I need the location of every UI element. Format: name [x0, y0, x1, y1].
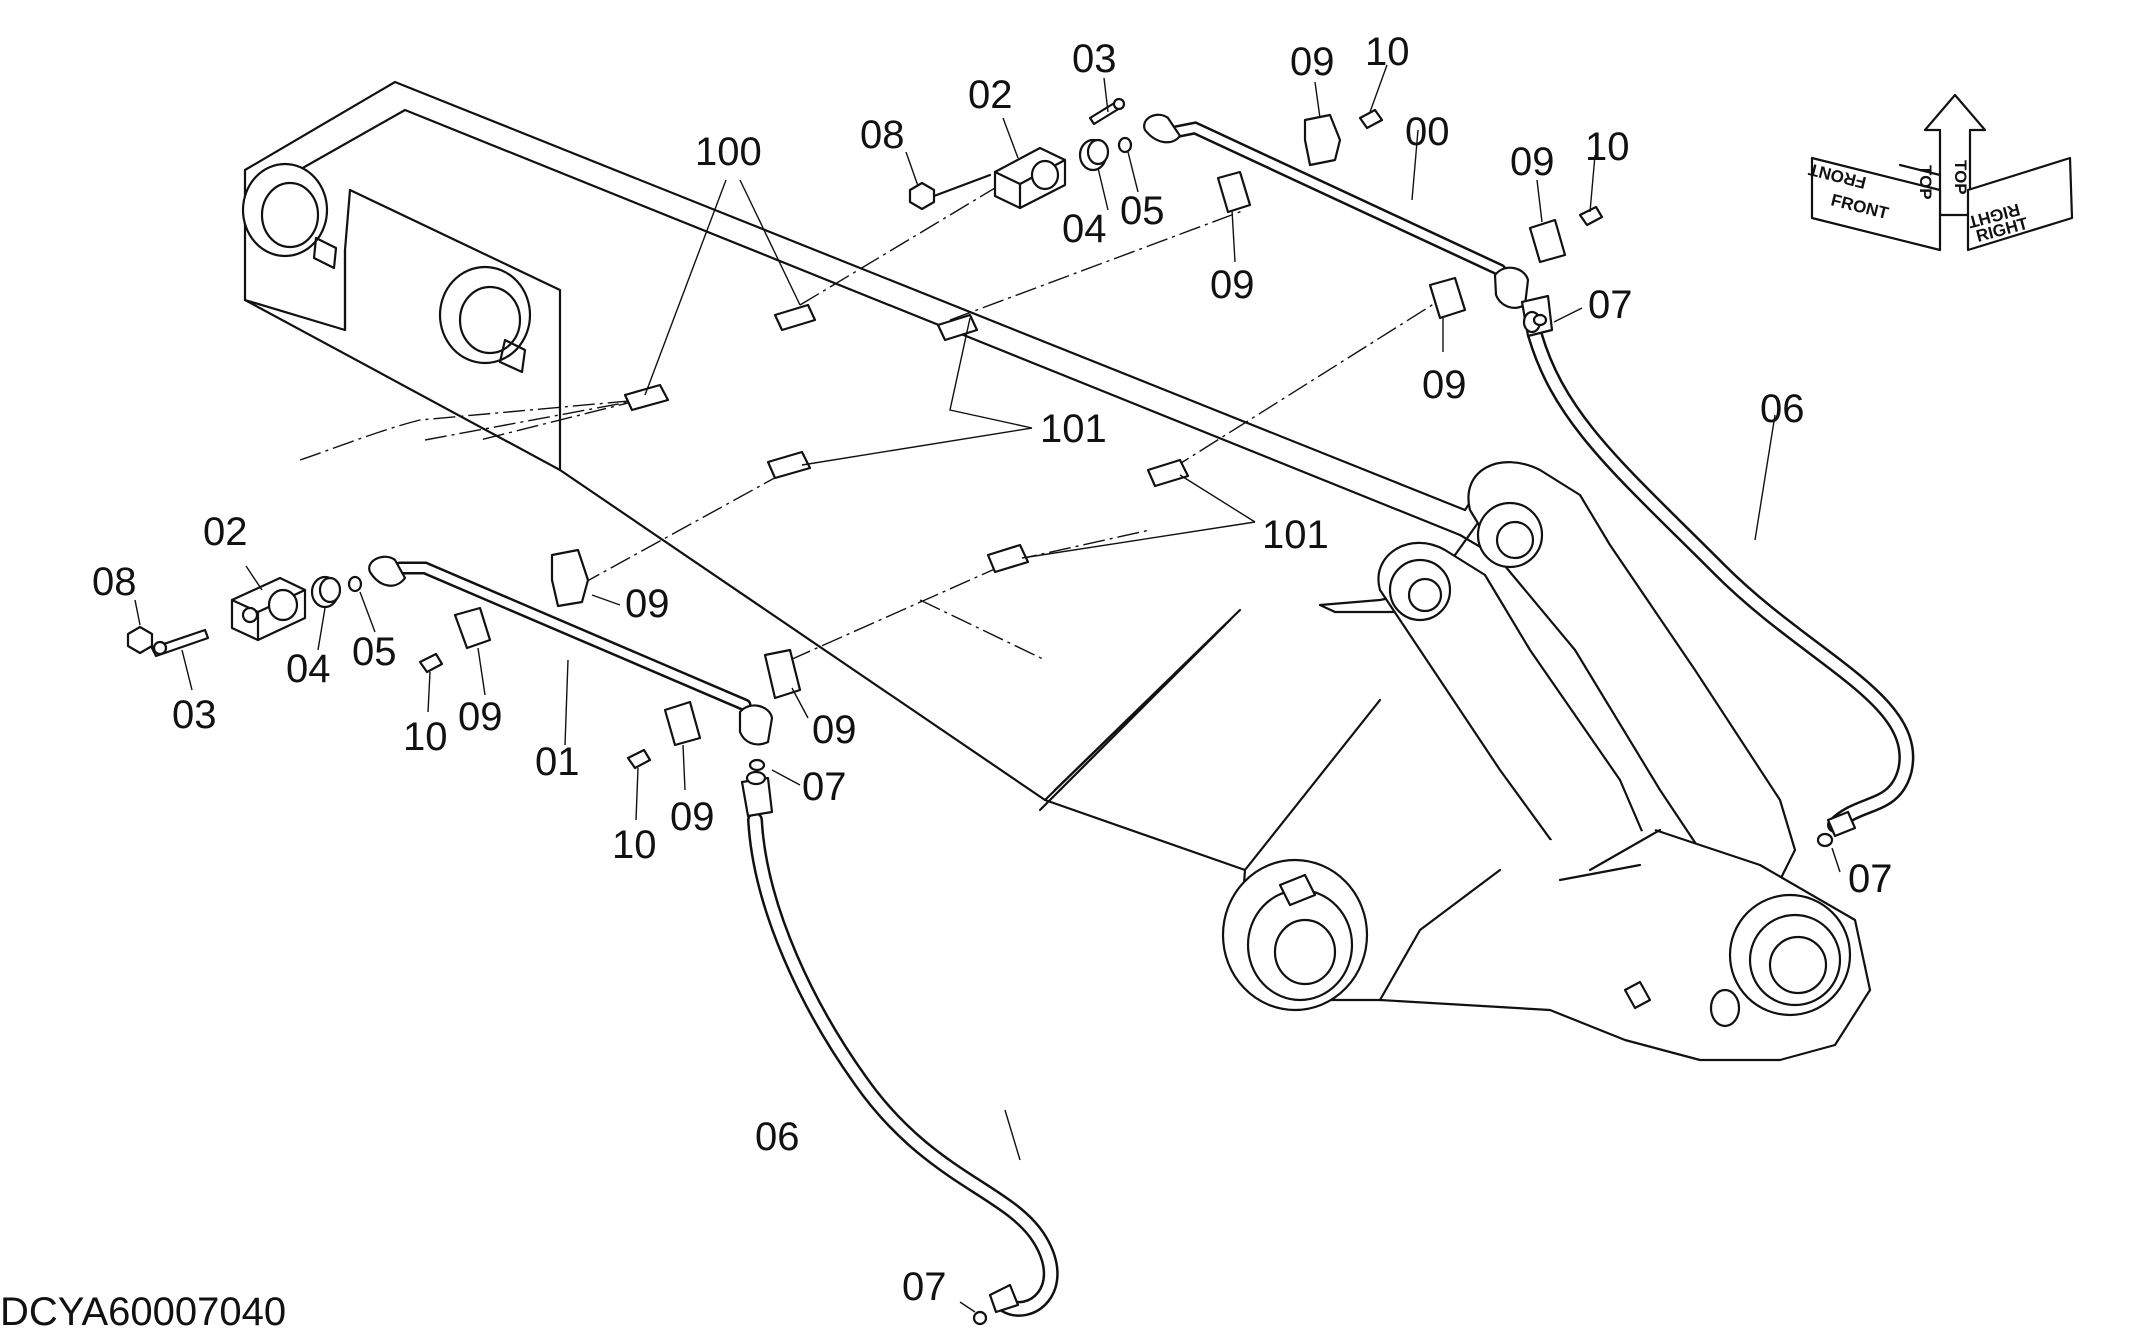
callout-09-lower-b: 09 [458, 695, 503, 739]
callout-02-lower: 02 [203, 510, 248, 554]
orientation-top-label-2: TOP [1951, 160, 1970, 195]
callout-09-lower-d: 09 [670, 795, 715, 839]
lower-pipe-assembly [126, 548, 802, 770]
callout-04-lower: 04 [286, 647, 331, 691]
callout-leaders [134, 64, 1841, 1313]
callout-02-upper: 02 [968, 73, 1013, 117]
callout-101-upper: 101 [1040, 407, 1107, 451]
callout-labels: 03 02 08 04 05 100 09 10 00 09 10 09 07 … [92, 30, 1893, 1309]
callout-03-upper: 03 [1072, 37, 1117, 81]
callout-10-lower-b: 10 [612, 823, 657, 867]
callout-01: 01 [535, 740, 580, 784]
callout-05-lower: 05 [352, 630, 397, 674]
callout-09-upper-b: 09 [1510, 140, 1555, 184]
orientation-top-label: TOP [1916, 165, 1935, 200]
callout-06-right: 06 [1760, 387, 1805, 431]
callout-07-right: 07 [1848, 857, 1893, 901]
dashed-leaders [299, 184, 1441, 661]
callout-09-upper-a: 09 [1290, 40, 1335, 84]
callout-09-lower-c: 09 [812, 708, 857, 752]
callout-07-upper: 07 [1588, 283, 1633, 327]
callout-07-lower: 07 [802, 765, 847, 809]
callout-101-lower: 101 [1262, 513, 1329, 557]
upper-pipe-assembly [908, 97, 1604, 320]
callout-08-upper: 08 [860, 113, 905, 157]
callout-08-lower: 08 [92, 560, 137, 604]
boom-structure [241, 80, 1872, 1062]
callout-05-upper: 05 [1120, 189, 1165, 233]
callout-09-lower-a: 09 [625, 582, 670, 626]
mounting-blocks [623, 303, 1190, 574]
callout-04-upper: 04 [1062, 207, 1107, 251]
callout-06-lower: 06 [755, 1115, 800, 1159]
callout-00: 00 [1405, 110, 1450, 154]
callout-09-upper-c: 09 [1210, 263, 1255, 307]
callout-09-upper-d: 09 [1422, 363, 1467, 407]
callout-07-bottom: 07 [902, 1265, 947, 1309]
callout-10-upper-b: 10 [1585, 125, 1630, 169]
callout-10-upper-a: 10 [1365, 30, 1410, 74]
callout-100: 100 [695, 130, 762, 174]
orientation-symbol: FRONT FRONT RIGHT RIGHT TOP TOP [1806, 93, 2074, 252]
callout-10-lower-a: 10 [403, 715, 448, 759]
callout-03-lower: 03 [172, 693, 217, 737]
drawing-code: DCYA60007040 [0, 1290, 286, 1334]
hoses [740, 294, 1915, 1326]
